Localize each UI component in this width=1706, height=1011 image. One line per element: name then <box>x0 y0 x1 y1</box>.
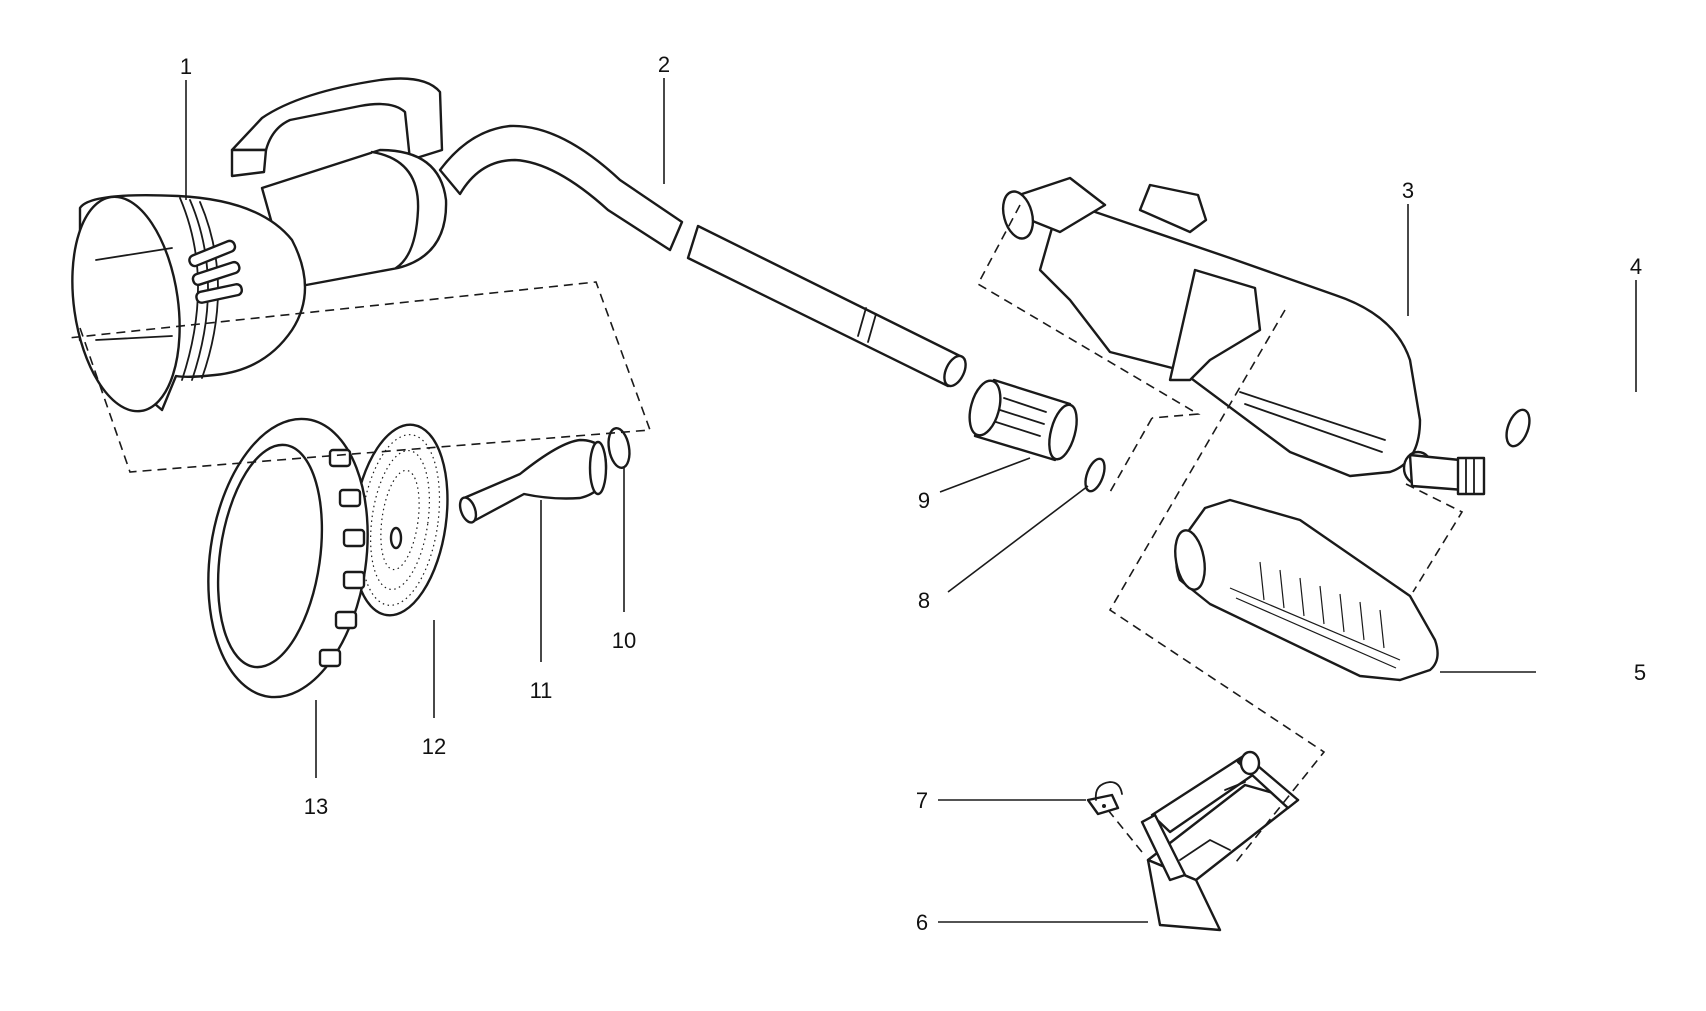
assembly-dash-lines <box>67 204 1464 863</box>
part-2-wand-tube <box>438 124 967 388</box>
part-12-perforated-disc <box>351 423 449 617</box>
part-13-knurled-ring <box>207 417 369 699</box>
callout-4: 4 <box>1630 254 1642 279</box>
callout-labels: 1 2 3 4 5 6 7 8 9 10 11 12 13 <box>180 52 1646 935</box>
part-9-filter-sleeve <box>968 378 1078 462</box>
part-1-nozzle-head <box>71 77 448 413</box>
part-7-spring-clip <box>1086 781 1123 816</box>
callout-10: 10 <box>612 628 636 653</box>
callout-1: 1 <box>180 54 192 79</box>
callout-7: 7 <box>916 788 928 813</box>
callout-9: 9 <box>918 488 930 513</box>
callout-13: 13 <box>304 794 328 819</box>
callout-5: 5 <box>1634 660 1646 685</box>
part-11-jet-nozzle <box>458 438 608 524</box>
callout-11: 11 <box>530 678 553 703</box>
part-3-handle-body <box>1001 176 1486 496</box>
part-6-clip-holder <box>1140 750 1300 932</box>
part-8-o-ring <box>1084 457 1106 493</box>
callout-3: 3 <box>1402 178 1414 203</box>
part-5-lower-cover <box>1174 498 1439 682</box>
callout-6: 6 <box>916 910 928 935</box>
callout-2: 2 <box>658 52 670 77</box>
part-4-o-ring <box>1505 408 1531 448</box>
part-10-o-ring <box>607 427 631 469</box>
callout-8: 8 <box>918 588 930 613</box>
callout-12: 12 <box>422 734 446 759</box>
leader-lines <box>185 78 1637 923</box>
